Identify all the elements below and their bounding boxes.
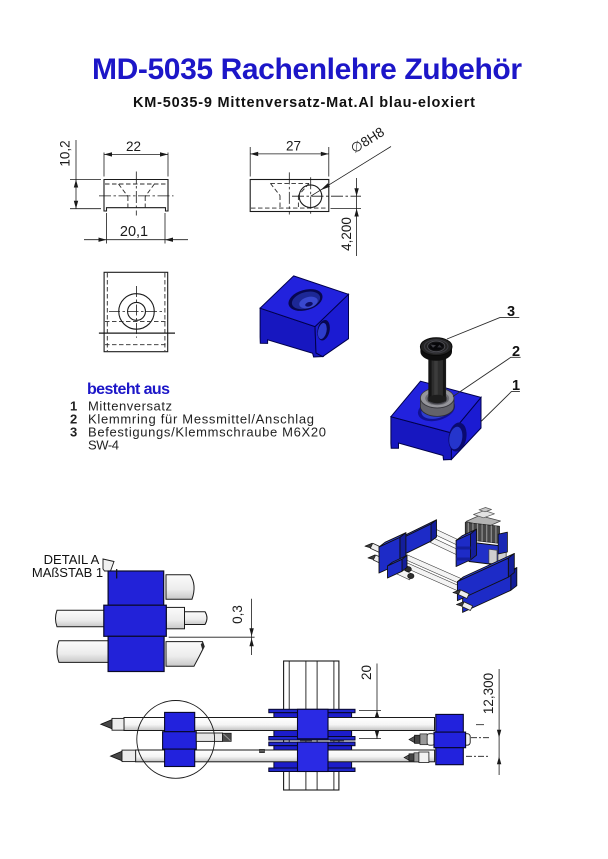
svg-text:20,1: 20,1 bbox=[120, 224, 148, 240]
svg-text:SW-4: SW-4 bbox=[88, 438, 119, 453]
svg-text:10,2: 10,2 bbox=[58, 140, 73, 166]
svg-text:Mittenversatz: Mittenversatz bbox=[88, 399, 172, 414]
svg-text:Befestigungs/Klemmschraube M6X: Befestigungs/Klemmschraube M6X20 bbox=[88, 425, 326, 440]
svg-text:2: 2 bbox=[512, 344, 520, 360]
svg-text:1: 1 bbox=[512, 378, 520, 394]
svg-text:12,300: 12,300 bbox=[481, 673, 496, 714]
svg-text:3: 3 bbox=[70, 425, 77, 440]
svg-text:20: 20 bbox=[359, 665, 374, 680]
svg-text:KM-5035-9 Mittenversatz-Mat.Al: KM-5035-9 Mittenversatz-Mat.Al blau-elox… bbox=[133, 95, 475, 111]
svg-text:3: 3 bbox=[507, 304, 515, 320]
svg-text:MAßSTAB 1: MAßSTAB 1 bbox=[32, 565, 103, 580]
svg-text:4,200: 4,200 bbox=[339, 217, 354, 251]
svg-text:MD-5035 Rachenlehre Zubehör: MD-5035 Rachenlehre Zubehör bbox=[92, 53, 522, 86]
svg-text:besteht aus: besteht aus bbox=[87, 381, 170, 398]
svg-text:27: 27 bbox=[286, 139, 301, 154]
svg-text:0,3: 0,3 bbox=[230, 605, 245, 624]
svg-text:DETAIL A: DETAIL A bbox=[44, 552, 100, 567]
svg-text:Klemmring für Messmittel/Ansch: Klemmring für Messmittel/Anschlag bbox=[88, 412, 314, 427]
svg-text:22: 22 bbox=[126, 139, 141, 154]
svg-text:2: 2 bbox=[70, 412, 77, 427]
svg-text:1: 1 bbox=[70, 399, 77, 414]
